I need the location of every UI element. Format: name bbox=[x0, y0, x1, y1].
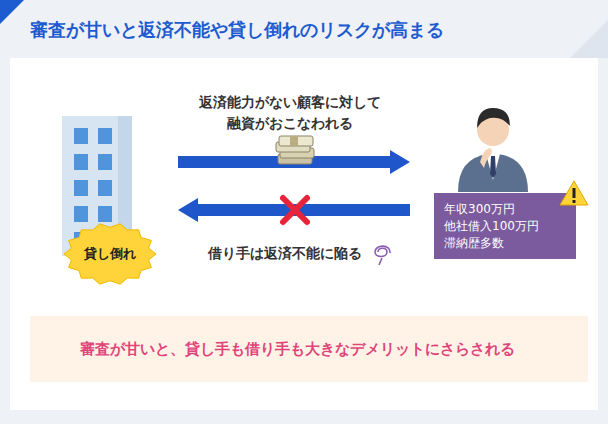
warning-dot bbox=[573, 200, 576, 203]
info-box: 年収300万円 他社借入100万円 滞納歴多数 bbox=[434, 193, 576, 259]
edge-label: 借り手は返済不能に陥る bbox=[185, 243, 385, 264]
building-window bbox=[98, 154, 112, 170]
flow-arrow bbox=[178, 198, 410, 222]
diagram-title: 審査が甘いと返済不能や貸し倒れのリスクが高まる bbox=[30, 18, 444, 42]
warning-bar bbox=[573, 188, 576, 198]
building-window bbox=[98, 128, 112, 144]
lender-node: 貸し倒れ bbox=[60, 108, 178, 290]
dizzy-icon bbox=[375, 246, 390, 265]
edge-label: 返済能力がない顧客に対して 融資がおこなわれる bbox=[185, 92, 395, 134]
corner-shade bbox=[570, 20, 608, 58]
building-window bbox=[74, 128, 88, 144]
building-window bbox=[74, 154, 88, 170]
borrower-node: 年収300万円 他社借入100万円 滞納歴多数 bbox=[410, 92, 570, 264]
badge-text: 貸し倒れ bbox=[60, 245, 160, 263]
person-tie bbox=[490, 156, 496, 178]
profile-text: 年収300万円 他社借入100万円 滞納歴多数 bbox=[444, 201, 566, 251]
person-hair bbox=[477, 108, 510, 128]
note-box: 審査が甘いと、貸し手も借り手も大きなデメリットにさらされる bbox=[30, 316, 588, 382]
building-window bbox=[74, 180, 88, 196]
building-window bbox=[74, 206, 88, 222]
cross-mark bbox=[283, 198, 307, 222]
building-illustration bbox=[60, 108, 178, 290]
building-window bbox=[98, 206, 112, 222]
corner-triangle bbox=[0, 0, 24, 24]
building-window bbox=[98, 180, 112, 196]
money-icon bbox=[276, 136, 314, 164]
warning-icon bbox=[558, 179, 590, 207]
note-text: 審査が甘いと、貸し手も借り手も大きなデメリットにさらされる bbox=[80, 316, 580, 382]
warning-triangle bbox=[560, 181, 588, 205]
person-body bbox=[458, 154, 528, 192]
person-hand bbox=[480, 148, 492, 168]
